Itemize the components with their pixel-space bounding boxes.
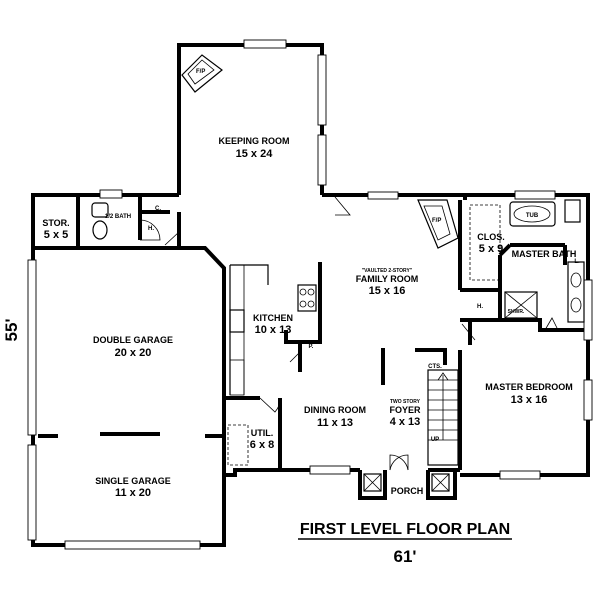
family-room-fireplace: [417, 199, 459, 249]
plan-title: FIRST LEVEL FLOOR PLAN: [300, 521, 510, 538]
cooktop-icon: [297, 284, 317, 312]
washer-dryer: [227, 424, 249, 466]
stair-up-label: UP: [431, 437, 439, 443]
width-dimension: 61': [394, 547, 417, 566]
fireplace-label-2: F/P: [432, 218, 441, 224]
family-room-name: FAMILY ROOM: [356, 274, 419, 284]
master-bath-toilet-icon: [564, 199, 581, 223]
family-room-note: "VAULTED 2-STORY": [362, 268, 413, 274]
utility-name: UTIL.: [251, 428, 274, 438]
hall-h1-name: H.: [148, 226, 154, 232]
kitchen-sink-icon: [229, 309, 245, 333]
staircase: [427, 369, 459, 466]
foyer-note: TWO STORY: [390, 399, 421, 405]
half-bath-sink-icon: [91, 202, 109, 218]
hall-h2-name: H.: [477, 304, 483, 310]
fireplace-label: F/P: [196, 69, 205, 75]
kitchen-name: KITCHEN: [253, 313, 293, 323]
keeping-room-fireplace: [181, 54, 223, 93]
vanity-icon: [567, 261, 585, 323]
kitchen-size: 10 x 13: [255, 324, 292, 336]
foyer-size: 4 x 13: [390, 416, 421, 428]
double-garage-name: DOUBLE GARAGE: [93, 335, 173, 345]
single-garage-size: 11 x 20: [115, 487, 151, 499]
keeping-room-name: KEEPING ROOM: [218, 136, 289, 146]
single-garage-name: SINGLE GARAGE: [95, 476, 171, 486]
doors: [139, 196, 559, 471]
fixtures: [91, 54, 585, 492]
porch-name: PORCH: [391, 486, 424, 496]
kitchen-counters: [229, 264, 317, 396]
storage-size: 5 x 5: [44, 229, 68, 241]
tub-label: TUB: [526, 213, 539, 219]
tub-icon: [509, 201, 556, 227]
depth-dimension: 55': [2, 319, 21, 342]
windows: [27, 39, 593, 550]
double-garage-size: 20 x 20: [115, 347, 152, 359]
master-bedroom-size: 13 x 16: [511, 394, 548, 406]
utility-size: 6 x 8: [250, 439, 274, 451]
porch-column: [431, 473, 450, 492]
dining-room-name: DINING ROOM: [304, 405, 366, 415]
closets-cts-name: CTS.: [428, 364, 442, 370]
dining-room-size: 11 x 13: [317, 417, 353, 429]
family-room-size: 15 x 16: [369, 285, 406, 297]
foyer-name: FOYER: [389, 405, 421, 415]
storage-name: STOR.: [42, 218, 69, 228]
master-bedroom-name: MASTER BEDROOM: [485, 382, 573, 392]
shower-name: SHWR.: [508, 309, 525, 315]
linen-name: L.: [574, 259, 580, 265]
master-bath-name: MASTER BATH: [512, 249, 577, 259]
closet-c-name: C.: [155, 206, 161, 212]
closet-shelving: [469, 204, 501, 281]
half-bath-toilet-icon: [92, 220, 108, 240]
half-bath-name: 1/2 BATH: [105, 214, 131, 220]
room-labels: F/P KEEPING ROOM 15 x 24 STOR. 5 x 5 1/2…: [42, 69, 580, 499]
shower-icon: [504, 291, 538, 319]
closet-size: 5 x 9: [479, 243, 503, 255]
keeping-room-size: 15 x 24: [236, 148, 274, 160]
pantry-name: P.: [309, 344, 314, 350]
interior-walls: [33, 195, 588, 475]
closet-name: CLOS.: [477, 232, 505, 242]
porch-column: [363, 473, 382, 492]
